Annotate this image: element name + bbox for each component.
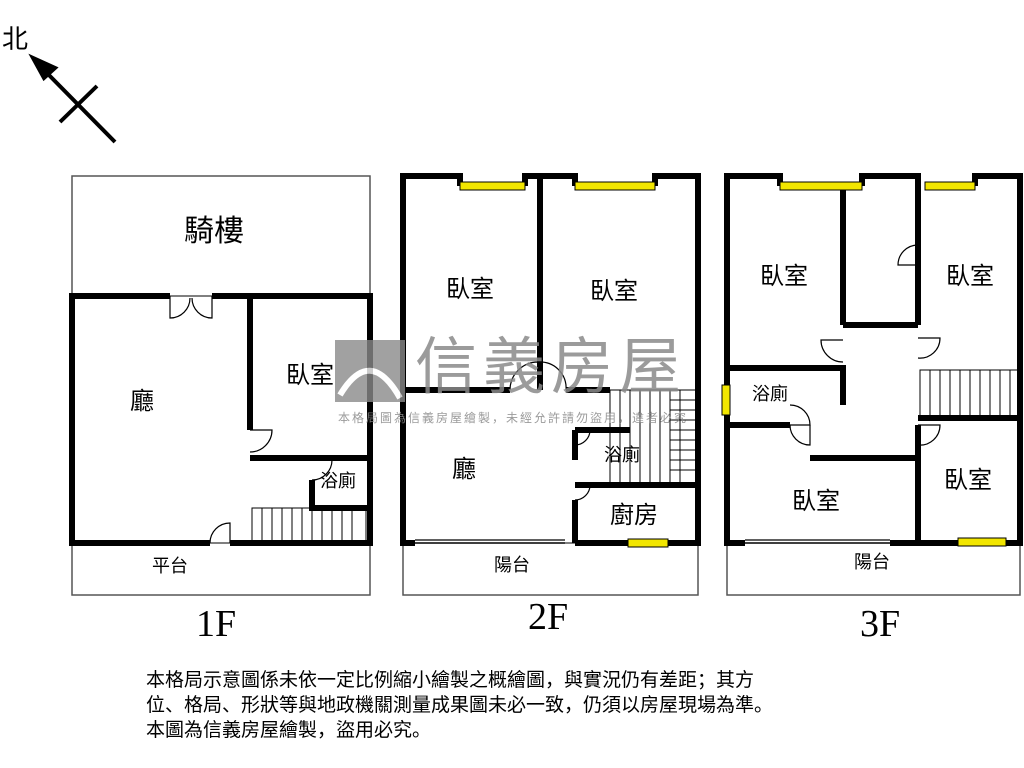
- floor-2f-plan: [400, 173, 701, 596]
- floor-label-2f: 2F: [528, 596, 569, 638]
- room-balcony: 陽台: [854, 552, 890, 573]
- disclaimer-line: 本圖為信義房屋繪製，盜用必究。: [146, 719, 432, 741]
- floor-3f-plan: [721, 173, 1023, 596]
- room-bedroom: 臥室: [946, 262, 994, 290]
- north-label: 北: [2, 25, 29, 55]
- room-kitchen: 廚房: [610, 501, 658, 529]
- disclaimer: 本格局示意圖係未依一定比例縮小繪製之概繪圖，與實況仍有差距；其方 位、格局、形狀…: [146, 668, 946, 743]
- room-living: 廳: [452, 455, 476, 483]
- floor-1f-plan: [69, 175, 373, 596]
- room-balcony: 陽台: [494, 555, 530, 576]
- window-icon: [721, 181, 1007, 547]
- room-bathroom: 浴廁: [752, 384, 788, 405]
- watermark-subtext: 本格局圖為信義房屋繪製，未經允許請勿盜用，違者必究: [338, 411, 689, 425]
- watermark-brand: 信義房屋: [415, 330, 688, 403]
- room-bathroom: 浴廁: [604, 445, 640, 466]
- room-arcade: 騎樓: [184, 214, 244, 249]
- floor-label-3f: 3F: [860, 603, 901, 645]
- brand-logo-icon: [335, 340, 405, 402]
- window-icon: [459, 181, 669, 548]
- disclaimer-line: 本格局示意圖係未依一定比例縮小繪製之概繪圖，與實況仍有差距；其方: [146, 669, 755, 691]
- room-bedroom: 臥室: [944, 466, 992, 494]
- north-arrow-icon: [28, 53, 117, 144]
- room-bedroom: 臥室: [446, 275, 494, 303]
- room-bedroom: 臥室: [590, 277, 638, 305]
- disclaimer-line: 位、格局、形狀等與地政機關測量成果圖未必一致，仍須以房屋現場為準。: [146, 694, 774, 716]
- room-bedroom: 臥室: [286, 361, 334, 389]
- room-platform: 平台: [152, 556, 188, 577]
- room-bedroom: 臥室: [760, 262, 808, 290]
- room-bathroom: 浴廁: [320, 471, 356, 492]
- room-bedroom: 臥室: [792, 487, 840, 515]
- room-living: 廳: [130, 387, 154, 415]
- floor-label-1f: 1F: [196, 603, 237, 645]
